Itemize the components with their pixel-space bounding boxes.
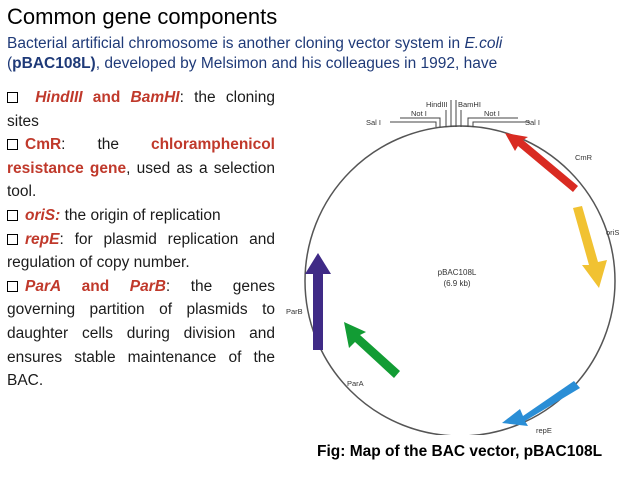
bullet-text: : for plasmid replication and regulation…: [7, 230, 275, 272]
bullet-oris: oriS: the origin of replication: [7, 204, 275, 228]
bullet-term: ParA: [25, 277, 62, 295]
plasmid-circle: [304, 125, 616, 435]
intro-paragraph: Bacterial artificial chromosome is anoth…: [7, 34, 635, 74]
vector-name: pBAC108L): [12, 55, 96, 72]
checkbox-bullet-icon: [7, 139, 18, 151]
plasmid-map: HindIII BamHI Not I Not I Sal I Sal I Cm…: [286, 100, 619, 435]
bullet-cloning-sites: HindIII and BamHI: the cloning sites: [7, 86, 275, 133]
gene-label-cmr: CmR: [575, 153, 593, 162]
plasmid-name: pBAC108L: [438, 268, 477, 277]
bullet-term: HindIII: [35, 89, 83, 106]
bullet-text: : the cloning sites: [7, 89, 275, 130]
bullet-connector: and: [82, 89, 131, 106]
site-label-sali-right: Sal I: [525, 118, 540, 127]
intro-line-1: Bacterial artificial chromosome is anoth…: [7, 34, 635, 54]
slide-title: Common gene components: [7, 4, 278, 29]
intro-text: Bacterial artificial chromosome is anoth…: [7, 35, 465, 52]
checkbox-bullet-icon: [7, 280, 18, 292]
checkbox-bullet-icon: [7, 209, 18, 221]
bullet-cmr: CmR: the chloramphenicol resistance gene…: [7, 133, 275, 204]
gene-label-para: ParA: [347, 379, 364, 388]
ecoli-text: E.coli: [464, 35, 503, 52]
para-gene-arrow: [344, 322, 400, 378]
repe-gene-arrow: [502, 381, 580, 426]
bullet-list: HindIII and BamHI: the cloning sites CmR…: [7, 86, 275, 393]
site-label-noti-left: Not I: [411, 109, 427, 118]
bullet-term: BamHI: [130, 89, 180, 106]
parb-gene-arrow: [305, 253, 331, 350]
bullet-term: CmR: [25, 136, 62, 154]
bullet-text: : the genes governing partition of plasm…: [7, 277, 275, 390]
bullet-parab: ParA and ParB: the genes governing parti…: [7, 275, 275, 393]
gene-label-parb: ParB: [286, 307, 303, 316]
bullet-connector: and: [61, 277, 130, 295]
checkbox-bullet-icon: [7, 92, 18, 103]
bullet-term: ParB: [129, 277, 166, 295]
intro-line-2: (pBAC108L), developed by Melsimon and hi…: [7, 54, 635, 74]
site-label-bamhi: BamHI: [458, 100, 481, 109]
site-label-hindiii: HindIII: [426, 100, 448, 109]
gene-label-repe: repE: [536, 426, 552, 435]
site-label-sali-left: Sal I: [366, 118, 381, 127]
checkbox-bullet-icon: [7, 233, 18, 245]
intro-text-rest: , developed by Melsimon and his colleagu…: [95, 55, 498, 72]
plasmid-size: (6.9 kb): [443, 279, 470, 288]
bullet-text: the origin of replication: [60, 206, 221, 224]
oris-gene-arrow: [573, 206, 607, 288]
figure-caption: Fig: Map of the BAC vector, pBAC108L: [317, 443, 603, 460]
intro-paren: (: [7, 55, 13, 72]
bullet-text: , used as a selection tool.: [7, 159, 275, 201]
bullet-term: chloramphenicol resistance gene: [7, 136, 275, 177]
cmr-gene-arrow: [505, 133, 578, 192]
bullet-term: oriS:: [25, 206, 61, 224]
bullet-connector: : the: [61, 136, 151, 154]
site-label-noti-right: Not I: [484, 109, 500, 118]
bullet-term: repE: [25, 230, 60, 248]
bullet-repe: repE: for plasmid replication and regula…: [7, 228, 275, 275]
cloning-site-lines: [390, 100, 530, 127]
gene-label-oris: oriS: [606, 228, 619, 237]
